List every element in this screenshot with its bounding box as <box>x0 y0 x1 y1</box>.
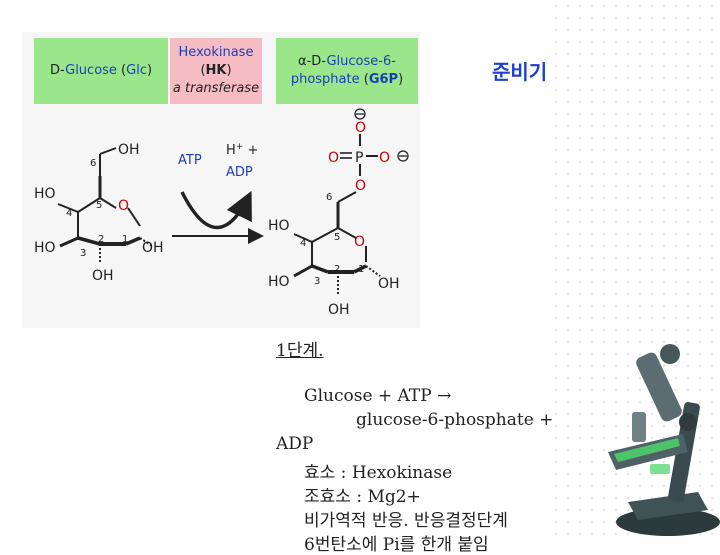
g6p-oh1: OH <box>378 276 400 292</box>
h-superscript: + <box>236 142 244 152</box>
reaction-arrows: ATP H+ + ADP <box>172 142 264 244</box>
glucose-abbr-close: ) <box>146 63 153 78</box>
phosphate-o-right: O <box>379 150 390 166</box>
phosphate-o-top: O <box>355 120 366 136</box>
glucose-abbr: Glc <box>126 63 147 78</box>
g6p-c4: 4 <box>300 238 306 249</box>
phosphate-o-left: O <box>328 150 339 166</box>
enzyme-class: a transferase <box>172 81 260 96</box>
glycolysis-step1-diagram: D-Glucose (Glc) Hexokinase (HK) a transf… <box>22 32 420 328</box>
g6p-oh2: OH <box>328 302 350 318</box>
phosphate-o-link: O <box>355 178 366 194</box>
irreversible-line: 비가역적 반응. 반응결정단계 <box>304 511 508 531</box>
equation-line-1: Glucose + ATP → <box>304 386 451 406</box>
g6p-c2: 2 <box>334 264 340 275</box>
g6p-structure: O O P O O <box>268 108 409 318</box>
g6p-c6: 6 <box>326 192 332 203</box>
g6p-line1: Glucose-6- <box>326 54 396 69</box>
adp-label: ADP <box>226 165 253 180</box>
glucose-c6: 6 <box>90 158 96 169</box>
glucose-oh1: OH <box>142 240 164 256</box>
phosphate-p: P <box>355 150 363 166</box>
h-label: H <box>226 143 236 158</box>
enzyme-name: Hexokinase <box>178 45 254 60</box>
glucose-oh2: OH <box>92 268 114 284</box>
hexokinase-header: Hexokinase (HK) a transferase <box>170 38 262 104</box>
glucose-c3: 3 <box>80 248 86 259</box>
enzyme-abbr: HK <box>205 63 227 78</box>
g6p-c5: 5 <box>334 232 340 243</box>
glucose-ho4: HO <box>34 186 56 202</box>
glucose-c5: 5 <box>96 200 102 211</box>
glucose-structure: OH HO HO OH OH O 6 5 4 3 2 1 <box>34 142 164 284</box>
enzyme-abbr-open: ( <box>200 63 206 78</box>
microscope-icon <box>608 344 720 536</box>
h-plus-label: H+ + <box>226 142 258 158</box>
glucose-header: D-Glucose (Glc) <box>34 38 168 104</box>
g6p-line2: phosphate <box>290 72 360 87</box>
coenzyme-line: 조효소 : Mg2+ <box>304 487 421 507</box>
glucose-c1: 1 <box>122 234 128 245</box>
g6p-abbr-open: ( <box>359 72 369 87</box>
glucose-oh6: OH <box>118 142 140 158</box>
glucose-c2: 2 <box>98 234 104 245</box>
equation-line-2: glucose-6-phosphate + <box>356 410 554 430</box>
equation-arrow: → <box>437 386 452 406</box>
g6p-header: α-D-Glucose-6- phosphate (G6P) <box>276 38 418 104</box>
g6p-ring-o: O <box>354 234 365 250</box>
g6p-abbr: G6P <box>368 72 399 87</box>
equation-line-3: ADP <box>276 434 314 454</box>
glucose-ring-o: O <box>118 198 129 214</box>
plus-label: + <box>243 143 258 158</box>
g6p-c3: 3 <box>314 276 320 287</box>
step-label: 1단계. <box>276 341 324 361</box>
glucose-name: Glucose <box>65 63 117 78</box>
last-line: 6번탄소에 Pi를 한개 붙임 <box>304 535 489 555</box>
glucose-abbr-open: ( <box>116 63 127 78</box>
g6p-prefix: α-D- <box>298 54 327 69</box>
slide-title: 준비기 <box>492 60 548 84</box>
glucose-prefix: D- <box>49 63 66 78</box>
slide: D-Glucose (Glc) Hexokinase (HK) a transf… <box>22 0 720 555</box>
g6p-ho4: HO <box>268 218 290 234</box>
glucose-ho3: HO <box>34 240 56 256</box>
g6p-abbr-close: ) <box>398 72 404 87</box>
atp-label: ATP <box>178 153 202 168</box>
enzyme-abbr-close: ) <box>226 63 232 78</box>
glucose-c4: 4 <box>66 208 72 219</box>
enzyme-line: 효소 : Hexokinase <box>304 463 453 483</box>
reaction-structures: OH HO HO OH OH O 6 5 4 3 2 1 A <box>34 108 409 318</box>
g6p-ho3: HO <box>268 274 290 290</box>
equation-reactants: Glucose + ATP <box>304 386 438 406</box>
g6p-c1: 1 <box>358 264 364 275</box>
